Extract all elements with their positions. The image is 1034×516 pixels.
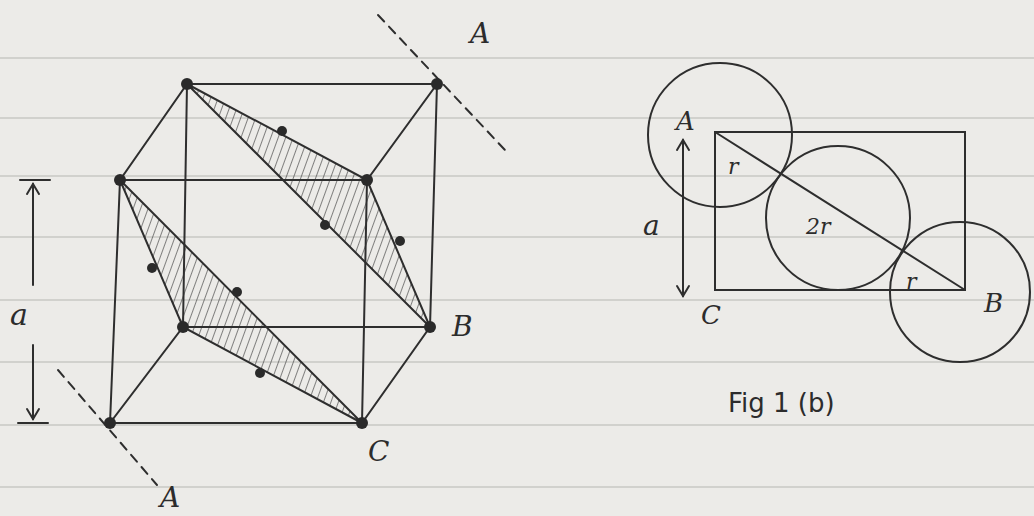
- dimension-label: a: [643, 212, 660, 240]
- dimension-label: a: [10, 300, 28, 330]
- axis-label: A: [470, 20, 490, 48]
- point-label: B: [452, 313, 473, 341]
- point-label: C: [701, 302, 721, 328]
- point-label: A: [676, 108, 695, 134]
- radius-label: r: [728, 156, 739, 178]
- point-label: C: [368, 438, 389, 466]
- figure-caption: Fig 1 (b): [728, 390, 835, 416]
- radius-label: r: [906, 271, 917, 293]
- radius-label: 2r: [806, 216, 831, 238]
- axis-label: A: [160, 484, 180, 512]
- point-label: B: [984, 290, 1003, 316]
